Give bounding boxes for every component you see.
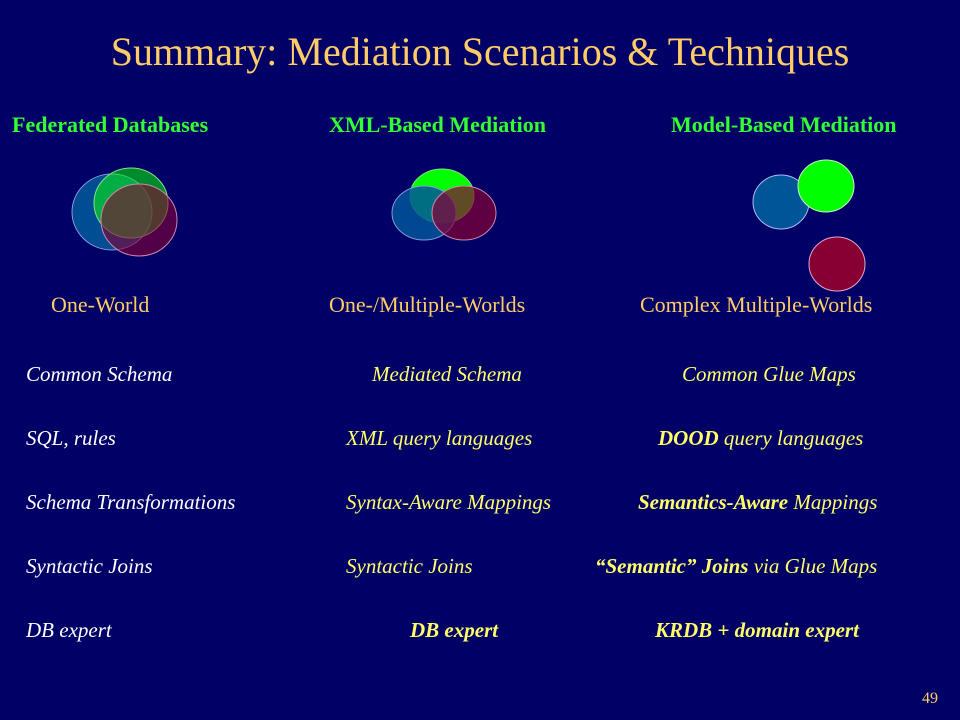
heading-model-based-mediation: Model-Based Mediation — [671, 112, 897, 137]
venn-complex-multiple-worlds — [752, 159, 866, 292]
label-complex-multiple-worlds: Complex Multiple-Worlds — [640, 292, 873, 317]
joins-model-rest: via Glue Maps — [748, 554, 878, 578]
schema-xml: Mediated Schema — [372, 362, 522, 386]
joins-model: “Semantic” Joins via Glue Maps — [595, 554, 877, 579]
mappings-model-rest: Mappings — [788, 490, 878, 514]
mappings-model: Semantics-Aware Mappings — [638, 490, 877, 515]
circle-green — [797, 159, 855, 213]
joins-xml: Syntactic Joins — [346, 554, 473, 578]
circle-red — [100, 183, 178, 257]
expert-federated: DB expert — [26, 618, 112, 642]
heading-federated-databases: Federated Databases — [12, 112, 209, 137]
languages-model: DOOD query languages — [658, 426, 863, 451]
page-number: 49 — [922, 690, 938, 707]
joins-model-bold: “Semantic” Joins — [595, 554, 749, 578]
mappings-xml: Syntax-Aware Mappings — [346, 490, 552, 514]
languages-federated: SQL, rules — [26, 426, 116, 450]
slide-title: Summary: Mediation Scenarios & Technique… — [110, 29, 850, 74]
joins-federated: Syntactic Joins — [26, 554, 153, 578]
circle-red — [431, 185, 497, 241]
languages-model-rest: query languages — [718, 426, 864, 450]
mappings-model-bold: Semantics-Aware — [638, 490, 789, 514]
expert-xml: DB expert — [410, 618, 499, 642]
label-one-multiple-worlds: One-/Multiple-Worlds — [329, 292, 526, 317]
label-one-world: One-World — [51, 292, 150, 317]
languages-model-bold: DOOD — [658, 426, 719, 450]
heading-xml-based-mediation: XML-Based Mediation — [329, 112, 546, 137]
languages-xml: XML query languages — [346, 426, 533, 450]
mappings-federated: Schema Transformations — [26, 490, 236, 514]
venn-one-world — [71, 167, 178, 257]
expert-model: KRDB + domain expert — [655, 618, 859, 642]
venn-one-multiple-worlds — [391, 168, 497, 241]
schema-model: Common Glue Maps — [682, 362, 856, 386]
schema-federated: Common Schema — [26, 362, 173, 386]
circle-red — [808, 236, 866, 292]
